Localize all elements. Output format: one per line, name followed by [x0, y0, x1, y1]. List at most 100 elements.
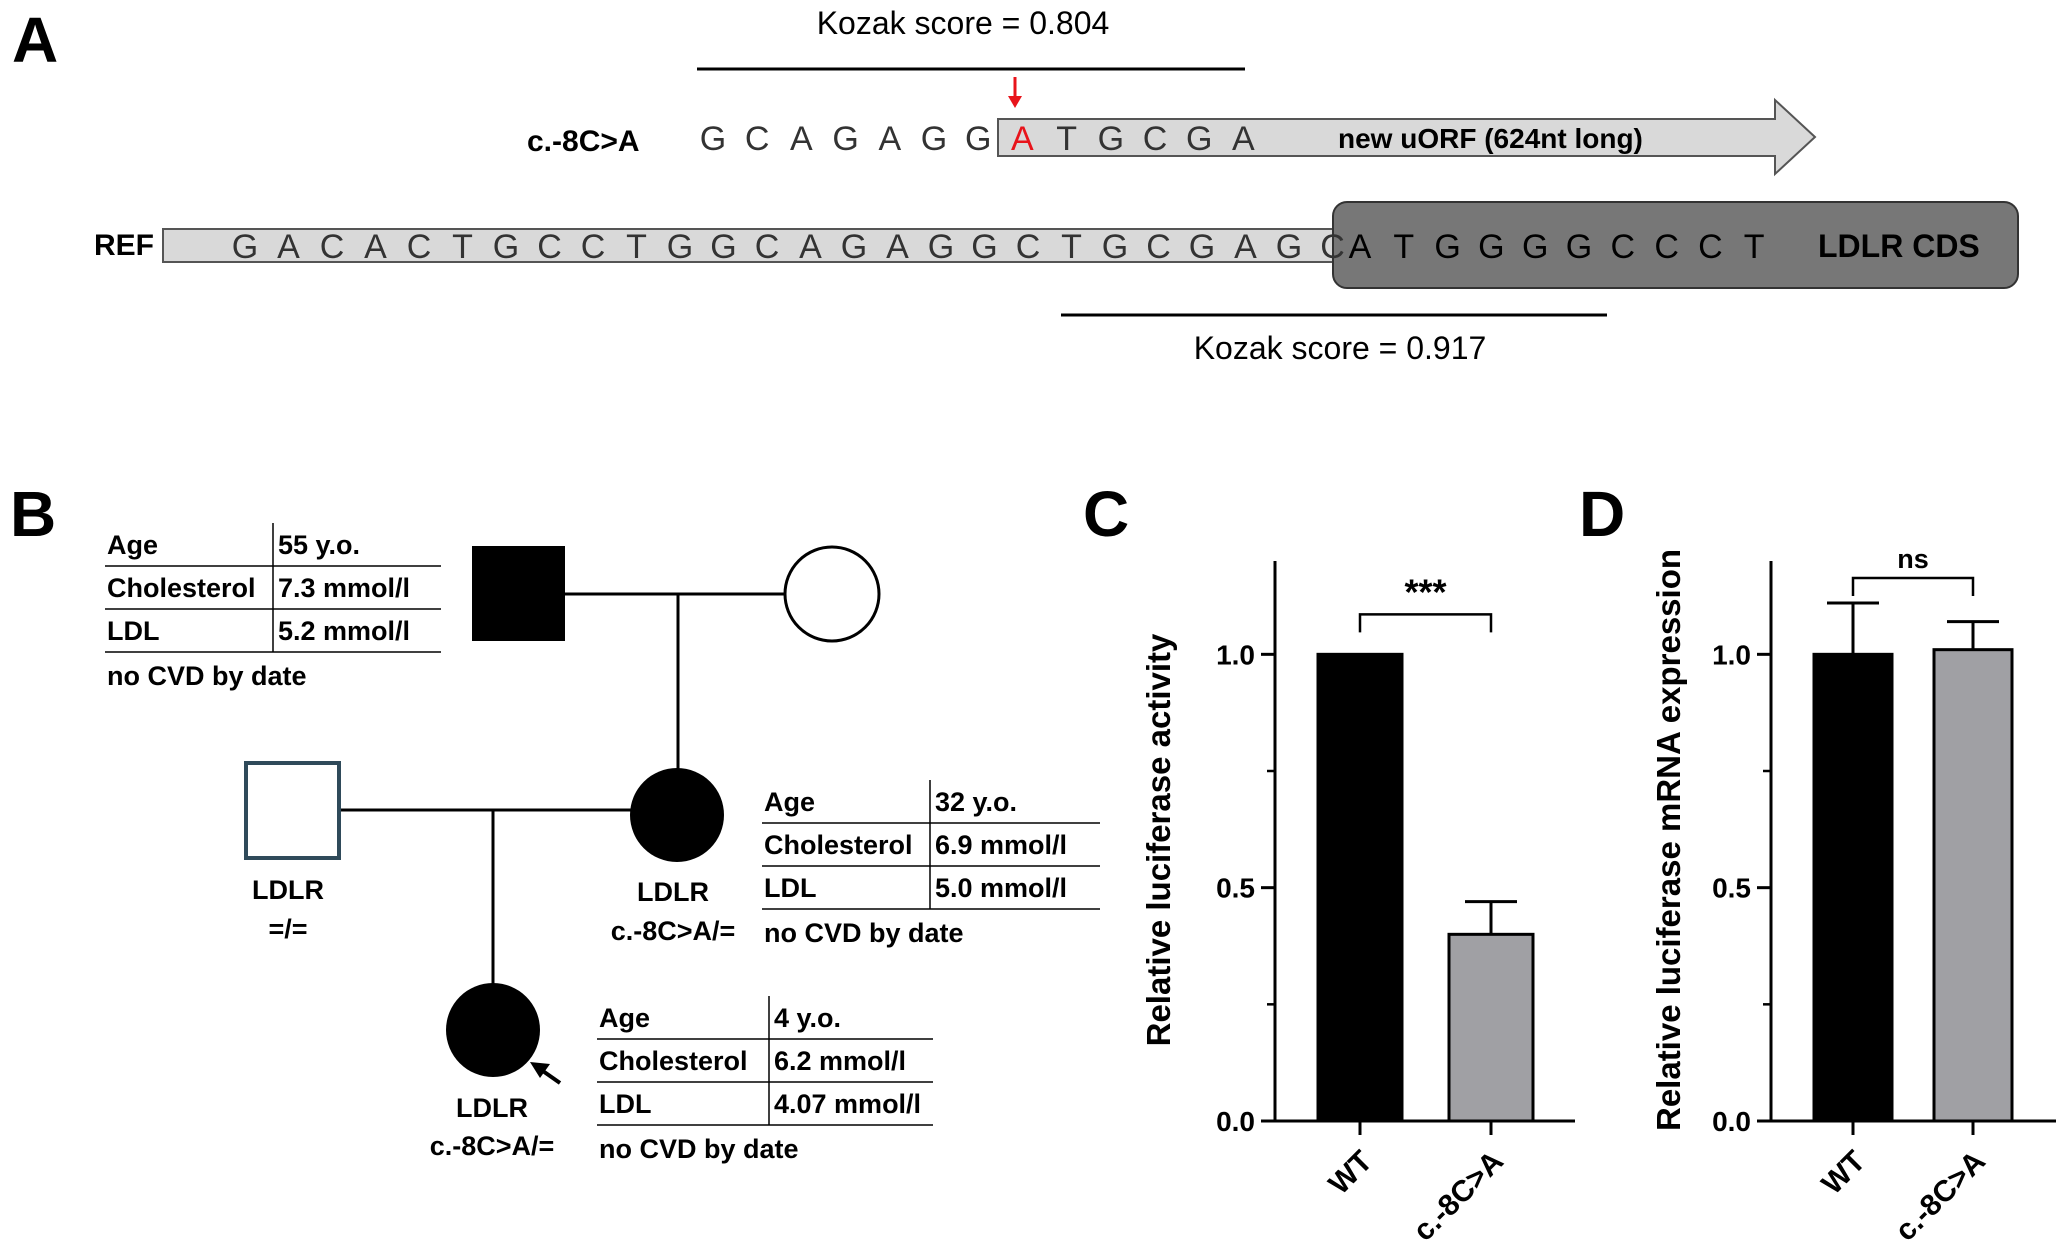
x-tick-label: WT — [1816, 1145, 1872, 1201]
ref-base-letter: G — [928, 228, 954, 266]
cds-base-letter: C — [1611, 228, 1636, 266]
ref-base-letter: A — [1234, 228, 1257, 266]
table-row-value: 5.2 mmol/l — [278, 616, 410, 646]
variant-label: c.-8C>A — [527, 125, 640, 158]
significance-label: *** — [1404, 571, 1446, 612]
ref-base-letter: C — [1016, 228, 1041, 266]
table-row-value: 5.0 mmol/l — [935, 873, 1067, 903]
x-tick-label: c.-8C>A — [1407, 1145, 1510, 1248]
table-row-label: LDL — [599, 1089, 651, 1119]
ref-base-letter: C — [1320, 228, 1345, 266]
table-note: no CVD by date — [764, 918, 964, 948]
variant-base-letter: T — [1056, 120, 1077, 158]
ref-base-letter: T — [452, 228, 473, 266]
kozak-score-bottom: Kozak score = 0.917 — [1194, 330, 1487, 366]
grandmother-unaffected-circle — [783, 545, 881, 643]
ref-base-letter: A — [799, 228, 822, 266]
uorf-label: new uORF (624nt long) — [1338, 123, 1643, 154]
table-row-label: Age — [107, 530, 158, 560]
mother-genotype: c.-8C>A/= — [611, 916, 736, 946]
variant-base-letter: G — [700, 120, 726, 158]
table-row-label: LDL — [107, 616, 159, 646]
variant-base-letter: G — [921, 120, 947, 158]
variant-base-letter: A — [790, 120, 813, 158]
father-gene: LDLR — [252, 875, 324, 905]
panel-letter-a: A — [12, 4, 58, 76]
bar-variant — [1447, 932, 1535, 1123]
table-row-label: Cholesterol — [599, 1046, 748, 1076]
panel-letter-d: D — [1579, 478, 1625, 550]
cds-base-letter: G — [1434, 228, 1460, 266]
table-row-value: 7.3 mmol/l — [278, 573, 410, 603]
pedigree-lines — [340, 592, 786, 984]
table-row-value: 55 y.o. — [278, 530, 360, 560]
ldlr-cds-label: LDLR CDS — [1818, 228, 1980, 264]
bar-variant — [1932, 648, 2014, 1123]
variant-base-letter: A — [878, 120, 901, 158]
ref-base-letter: C — [1146, 228, 1171, 266]
kozak-score-top: Kozak score = 0.804 — [817, 5, 1110, 41]
table-note: no CVD by date — [599, 1134, 799, 1164]
panel-letter-b: B — [10, 478, 56, 550]
ref-base-letter: C — [407, 228, 432, 266]
cds-base-letter: T — [1393, 228, 1414, 266]
ref-base-letter: C — [581, 228, 606, 266]
uorf-arrow — [997, 97, 1817, 177]
y-tick-label: 1.0 — [1712, 639, 1751, 670]
table-note: no CVD by date — [107, 661, 307, 691]
cds-base-letter: T — [1744, 228, 1765, 266]
ref-base-letter: G — [841, 228, 867, 266]
table-row-value: 4 y.o. — [774, 1003, 841, 1033]
y-tick-label: 1.0 — [1216, 639, 1255, 670]
table-row-label: Cholesterol — [764, 830, 913, 860]
proband-arrow-icon — [530, 1062, 562, 1085]
ref-base-letter: G — [1189, 228, 1215, 266]
variant-base-letter: G — [1186, 120, 1212, 158]
ref-label: REF — [94, 229, 154, 262]
ref-base-letter: G — [710, 228, 736, 266]
panel-b: B LDLR =/= LDLR c.-8C>A/= LDLR c.-8C>A/=… — [10, 478, 1100, 1164]
ref-base-letter: G — [667, 228, 693, 266]
cds-base-letter: A — [1349, 228, 1372, 266]
table-row-value: 32 y.o. — [935, 787, 1017, 817]
y-tick-label: 0.5 — [1216, 873, 1255, 904]
variant-base: A — [1011, 120, 1034, 158]
cds-base-letter: C — [1654, 228, 1679, 266]
mother-gene: LDLR — [637, 877, 709, 907]
table-row-label: Age — [599, 1003, 650, 1033]
x-tick-label: WT — [1323, 1145, 1379, 1201]
ref-base-letter: A — [364, 228, 387, 266]
significance-bracket — [1358, 613, 1493, 633]
father-genotype: =/= — [268, 914, 307, 944]
ref-base-letter: A — [886, 228, 909, 266]
table-row-value: 4.07 mmol/l — [774, 1089, 921, 1119]
mother-affected-circle — [630, 768, 724, 862]
cds-base-letter: G — [1478, 228, 1504, 266]
ref-base-letter: T — [1061, 228, 1082, 266]
ref-base-letter: G — [1102, 228, 1128, 266]
table-row-label: LDL — [764, 873, 816, 903]
variant-base-letter: G — [965, 120, 991, 158]
ref-base-letter: G — [1276, 228, 1302, 266]
significance-bracket — [1851, 576, 1975, 596]
table-row-value: 6.9 mmol/l — [935, 830, 1067, 860]
proband-genotype: c.-8C>A/= — [430, 1131, 555, 1161]
y-axis-label: Relative luciferase activity — [1140, 633, 1177, 1046]
table-row-value: 6.2 mmol/l — [774, 1046, 906, 1076]
ref-base-letter: A — [277, 228, 300, 266]
cds-base-letter: G — [1522, 228, 1548, 266]
ldlr-cds-box — [1332, 201, 2019, 289]
father-unaffected-square — [244, 761, 341, 860]
ref-base-letter: G — [971, 228, 997, 266]
cds-base-letter: G — [1566, 228, 1592, 266]
y-axis-label: Relative luciferase mRNA expression — [1650, 549, 1687, 1131]
